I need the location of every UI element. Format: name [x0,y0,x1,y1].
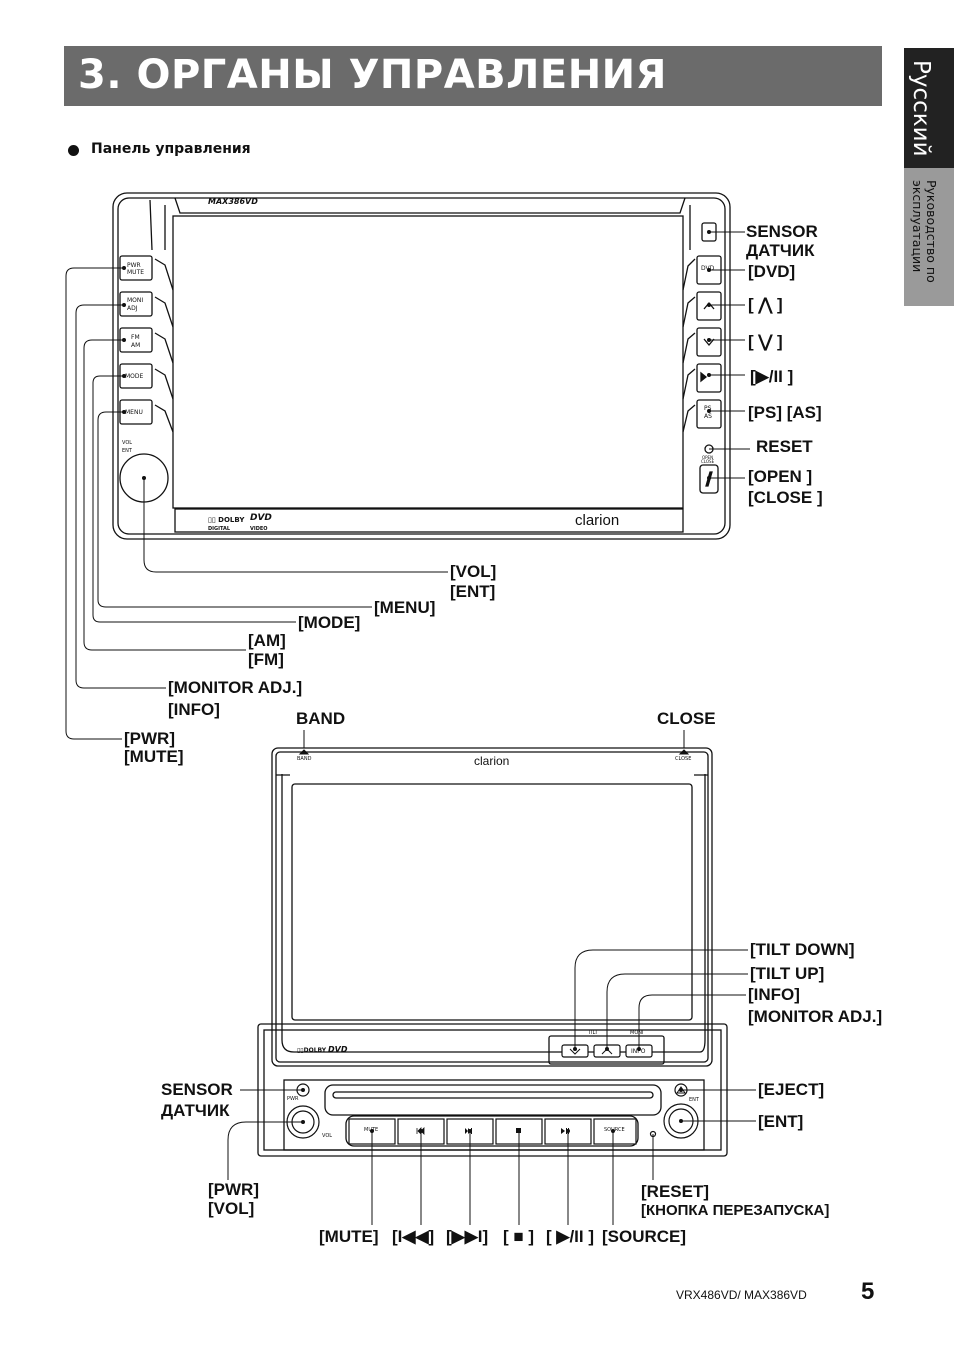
label-sensor-ru-2: ДАТЧИК [161,1101,230,1120]
adj-button-label: ADJ [127,305,138,312]
ent-knob-label: ENT [122,448,132,454]
label-monitor-adj: [MONITOR ADJ.] [168,678,303,697]
label-vol: [VOL] [450,562,497,581]
label-pwr-2: [PWR] [208,1180,259,1199]
label-reset-ru: [КНОПКА ПЕРЕЗАПУСКА] [641,1202,830,1219]
info-button-label: INFO [631,1048,646,1055]
disc-slot [324,1084,662,1116]
unit2-leader-lines [227,730,756,1225]
label-open: [OPEN ] [748,467,813,486]
label-sensor: SENSOR [746,222,818,241]
mute-button-label-2: MUTE [364,1127,379,1133]
dvd-logo-2: DVD [328,1045,348,1054]
label-mode: [MODE] [298,613,361,632]
footer-model: VRX486VD/ MAX386VD [676,1288,807,1302]
vol-knob-label: VOL [122,440,133,446]
unit1-left-tabs [154,258,174,433]
pwr-button-label: PWR [127,262,141,269]
play-pause-button[interactable] [696,363,722,393]
label-play-pause: [▶/II ] [750,367,794,386]
play-icon [700,371,708,383]
label-up: [ ⋀ ] [748,295,783,314]
label-dvd: [DVD] [748,262,796,281]
menu-button-label: MENU [125,409,143,416]
brand-logo-2: clarion [474,754,510,768]
section-bullet [68,145,79,156]
label-info: [INFO] [168,700,220,719]
down-chevron-icon [703,338,715,347]
unit2-screen [291,783,693,1021]
page-title: 3. ОРГАНЫ УПРАВЛЕНИЯ [78,52,667,98]
close-small-label: CLOSE [701,459,715,464]
source-button[interactable] [593,1118,637,1145]
tilt-small-label: TILT [588,1030,598,1036]
ps-button-label: PS [704,405,712,412]
label-prev-track: [I◀◀] [392,1227,435,1246]
label-sensor-2: SENSOR [161,1080,233,1099]
unit1-screen [172,215,684,509]
label-stop: [ ■ ] [503,1227,535,1246]
label-monitor-adj-2: [MONITOR ADJ.] [748,1007,883,1026]
model-badge: MAX386VD [208,197,258,206]
unit1-leader-lines [65,231,750,740]
label-reset-2: [RESET] [641,1182,709,1201]
label-close-2: CLOSE [657,709,716,728]
section-title: Панель управления [91,141,251,157]
title-bar [64,46,882,106]
fm-button-label: FM [131,334,140,341]
label-vol-2: [VOL] [208,1199,255,1218]
vol-small-label: VOL [322,1133,333,1139]
label-down: [ ⋁ ] [748,332,783,351]
label-play-pause-2: [ ▶/II ] [546,1227,595,1246]
label-sensor-ru: ДАТЧИК [746,241,815,260]
label-menu: [MENU] [374,598,436,617]
label-source: [SOURCE] [602,1227,687,1246]
dolby-logo-2: ▯▯DOLBY [297,1047,327,1054]
open-small-label: OPEN [702,455,714,460]
label-info-2: [INFO] [748,985,800,1004]
label-ent-2: [ENT] [758,1112,804,1131]
am-button-label: AM [131,342,141,349]
mode-button-label: MODE [125,373,144,380]
moni-adj-button[interactable] [119,291,153,317]
label-mute-2: [MUTE] [319,1227,379,1246]
moni-small-label: MONI [630,1030,644,1036]
unit2-monitor [271,747,713,1067]
label-band: BAND [296,709,346,728]
page-number: 5 [861,1278,875,1305]
pwr-small-label: PWR [287,1096,299,1102]
unit1-outer-frame [112,192,731,540]
label-tilt-up: [TILT UP] [750,964,825,983]
ent-small-label: ENT [689,1097,699,1103]
label-am: [AM] [248,631,286,650]
label-reset: RESET [756,437,813,456]
source-button-label: SOURCE [604,1127,625,1133]
ps-as-button[interactable] [696,399,722,429]
dvd-button-label: DVD [701,265,715,272]
label-next-track: [▶▶I] [446,1227,489,1246]
mute-button-label: MUTE [127,269,145,276]
unit2-body [257,747,728,1157]
close-small-label-2: CLOSE [675,756,692,762]
label-ent: [ENT] [450,582,496,601]
label-eject: [EJECT] [758,1080,825,1099]
label-fm: [FM] [248,650,284,669]
guide-tab [904,168,954,306]
label-ps-as: [PS] [AS] [748,403,822,422]
label-tilt-down: [TILT DOWN] [750,940,855,959]
label-pwr: [PWR] [124,729,175,748]
band-small-label: BAND [297,756,312,762]
as-button-label: AS [704,413,712,420]
language-tab-label: Русский [908,60,934,157]
brand-logo: clarion [575,512,620,529]
label-mute: [MUTE] [124,747,184,766]
label-close: [CLOSE ] [748,488,823,507]
tilt-down-icon [569,1048,581,1055]
moni-button-label: MONI [127,297,144,304]
unit1-bottom-strip [174,508,684,533]
